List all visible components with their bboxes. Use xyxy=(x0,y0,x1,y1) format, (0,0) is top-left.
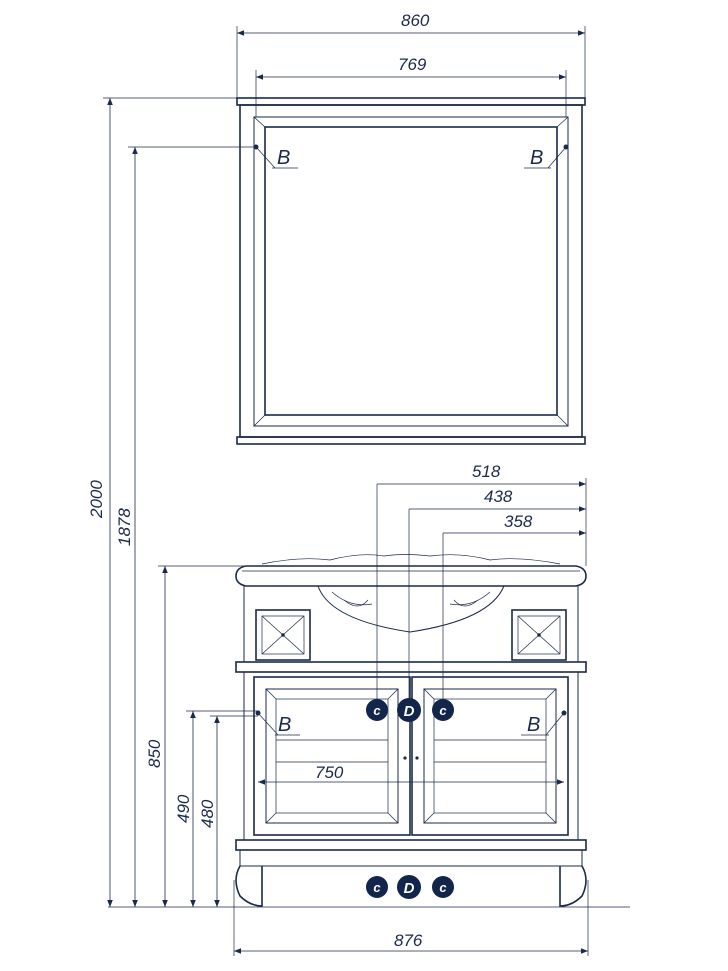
dimension-1878: 1878 xyxy=(115,146,256,907)
badge-c-upper-right xyxy=(432,699,454,721)
sink-bowl xyxy=(317,585,505,633)
dimension-769: 769 xyxy=(255,55,567,117)
dim-518-label: 518 xyxy=(472,462,501,481)
mirror-mount-points: B B xyxy=(253,144,569,169)
mirror-glass xyxy=(264,126,558,416)
badge-c-lower-right xyxy=(432,876,454,898)
right-drawer-knob xyxy=(537,633,541,637)
dim-2000-label: 2000 xyxy=(87,480,106,519)
lower-body xyxy=(243,671,579,841)
dimension-490: 490 xyxy=(174,710,258,907)
svg-text:c: c xyxy=(439,880,447,895)
dim-480-label: 480 xyxy=(198,799,217,828)
upper-body xyxy=(243,585,579,663)
dim-438-label: 438 xyxy=(484,487,513,506)
svg-text:D: D xyxy=(404,880,415,897)
badge-d-lower xyxy=(397,875,421,899)
svg-text:D: D xyxy=(404,703,415,720)
middle-rail xyxy=(235,661,587,673)
mirror-bottom-plinth xyxy=(236,436,586,445)
left-drawer-knob xyxy=(281,633,285,637)
right-drawer xyxy=(511,609,567,661)
mirror-point-label-left: B xyxy=(277,147,290,169)
door-point-label-left: B xyxy=(278,714,291,736)
dim-876-label: 876 xyxy=(394,931,423,950)
base-rail xyxy=(235,839,587,851)
dim-1878-label: 1878 xyxy=(115,508,134,546)
left-door xyxy=(253,676,411,836)
mirror-top-cornice xyxy=(236,97,586,106)
base-apron xyxy=(239,849,583,867)
dim-358-label: 358 xyxy=(504,512,533,531)
left-foot xyxy=(235,865,263,907)
svg-text:c: c xyxy=(373,703,381,718)
badge-c-upper-left xyxy=(366,699,388,721)
right-door xyxy=(411,676,569,836)
lower-connection-badges: c D c xyxy=(366,875,454,899)
svg-text:c: c xyxy=(439,703,447,718)
dim-850-label: 850 xyxy=(145,739,164,768)
svg-text:c: c xyxy=(373,880,381,895)
dimension-876: 876 xyxy=(233,880,589,956)
left-door-knob xyxy=(403,756,407,760)
dimension-358: 358 xyxy=(442,512,586,710)
mirror xyxy=(236,97,586,445)
right-door-knob xyxy=(415,756,419,760)
badge-c-lower-left xyxy=(366,876,388,898)
left-drawer xyxy=(255,609,311,661)
right-foot xyxy=(559,865,587,907)
door-point-label-right: B xyxy=(527,714,540,736)
door-mount-points: B B xyxy=(255,710,567,736)
dimension-438: 438 xyxy=(408,487,586,710)
vanity-cabinet xyxy=(235,554,587,907)
dim-769-label: 769 xyxy=(398,55,427,74)
countertop xyxy=(235,565,587,587)
dim-750-label: 750 xyxy=(315,763,344,782)
dimension-850: 850 xyxy=(145,565,246,907)
sink-rim xyxy=(261,554,561,565)
dim-490-label: 490 xyxy=(174,794,193,823)
dimension-860: 860 xyxy=(236,11,586,98)
mirror-frame-mid xyxy=(253,116,569,427)
badge-d-upper xyxy=(397,698,421,722)
upper-connection-badges: c D c xyxy=(366,698,454,722)
dimension-750: 750 xyxy=(258,763,564,785)
dimension-518: 518 xyxy=(376,462,587,710)
dimension-2000: 2000 xyxy=(87,97,237,907)
mirror-point-label-right: B xyxy=(530,147,543,169)
dimension-480: 480 xyxy=(198,715,258,907)
dim-860-label: 860 xyxy=(401,11,430,30)
